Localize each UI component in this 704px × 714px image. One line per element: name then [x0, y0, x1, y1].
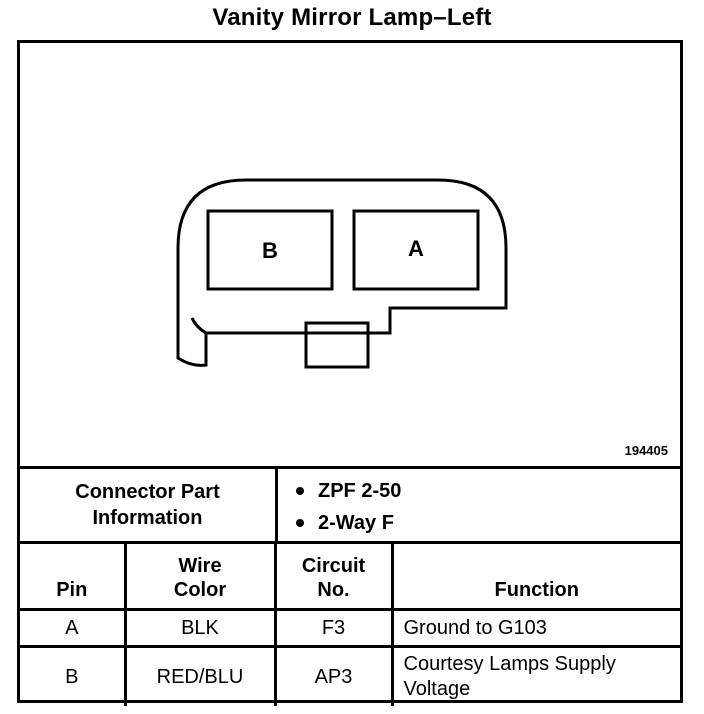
cell-function: Ground to G103 [390, 608, 680, 648]
connector-part-info-row: Connector Part Information ZPF 2-50 2-Wa… [20, 466, 680, 541]
cell-circuit: F3 [273, 608, 394, 648]
list-item: ZPF 2-50 [290, 475, 401, 507]
cell-wire-color: BLK [123, 608, 277, 648]
connector-part-info-label: Connector Part Information [20, 469, 278, 541]
connector-part-info-list: ZPF 2-50 2-Way F [290, 475, 401, 539]
info-label-line2: Information [92, 507, 203, 529]
table-row: A BLK F3 Ground to G103 [20, 608, 680, 648]
cavity-a-label: A [408, 236, 424, 261]
connector-key-tab [304, 321, 370, 369]
cell-circuit: AP3 [273, 645, 394, 706]
connector-latch [190, 317, 207, 335]
bullet-icon [296, 487, 304, 495]
header-function: Function [390, 541, 680, 611]
bullet-icon [296, 519, 304, 527]
cavity-b [206, 209, 334, 291]
cell-pin: A [20, 608, 127, 648]
connector-frame: B A 194405 Connector Part Information ZP… [17, 40, 683, 706]
connector-housing [176, 178, 508, 367]
figure-number: 194405 [624, 443, 668, 458]
page-title: Vanity Mirror Lamp–Left [212, 4, 492, 31]
header-pin: Pin [20, 541, 127, 611]
cavity-b-label: B [262, 238, 278, 263]
cell-wire-color: RED/BLU [123, 645, 277, 706]
info-item-type: 2-Way F [318, 512, 394, 534]
connector-diagram: B A 194405 [20, 43, 680, 465]
info-item-part-number: ZPF 2-50 [318, 480, 402, 502]
connector-drawing: B A [176, 178, 508, 369]
cavity-a [352, 209, 480, 291]
cell-pin: B [20, 645, 127, 706]
info-label-line1: Connector Part [75, 481, 220, 503]
list-item: 2-Way F [290, 507, 401, 539]
